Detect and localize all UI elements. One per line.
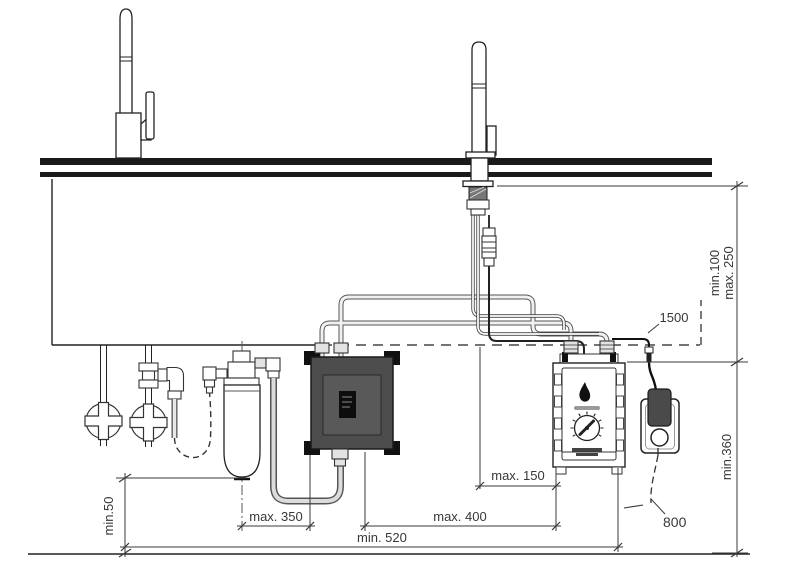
- flame-icon: [579, 382, 591, 402]
- socket-hole: [650, 428, 669, 447]
- power-cable: [612, 338, 658, 392]
- sink-cabinet: [51, 179, 702, 346]
- dim-label-min100: min.100: [707, 250, 722, 296]
- boiling-water-tap: [462, 41, 497, 267]
- power-plug: [647, 388, 672, 427]
- kitchen-faucet: [115, 8, 155, 159]
- dim-label-max400: max. 400: [433, 509, 486, 524]
- dimension-max-350: max. 350: [237, 455, 315, 531]
- dimension-counter-clearance: min.100 max. 250: [497, 181, 748, 367]
- dimension-max-400: max. 400: [360, 452, 561, 531]
- dimension-cable-1500: 1500: [647, 310, 689, 334]
- dimension-800: 800: [650, 498, 687, 530]
- dimension-max-150: max. 150: [475, 347, 561, 491]
- shutoff-valve-left: [84, 345, 123, 446]
- outlet-cable-dashed: [623, 454, 659, 509]
- countertop: [40, 158, 712, 177]
- tap-cable: [488, 266, 585, 357]
- junction-box-label: [339, 391, 356, 418]
- faucet-lever-handle: [145, 91, 155, 140]
- dimension-min-360: min.360: [712, 362, 748, 558]
- dimension-min-50: min.50: [101, 473, 246, 558]
- filter-outlet-hose: [270, 378, 344, 505]
- boiler-side-tabs: [554, 373, 624, 452]
- wall-socket: [640, 388, 680, 455]
- valve-cross-handle: [129, 403, 168, 442]
- dim-label-max350: max. 350: [249, 509, 302, 524]
- dim-label-min520: min. 520: [357, 530, 407, 545]
- water-filter: [202, 341, 281, 532]
- connection-pipes: [319, 215, 610, 358]
- boiler-label-text: [572, 448, 602, 452]
- dim-label-min360: min.360: [719, 434, 734, 480]
- tap-inline-connector: [481, 235, 497, 259]
- boiler-label-text: [576, 453, 598, 456]
- dim-label-min50: min.50: [101, 496, 116, 535]
- dim-label-800: 800: [663, 514, 687, 530]
- tap-handle: [486, 125, 497, 156]
- boiler-unit: [552, 340, 626, 475]
- faucet-spout-rings: [120, 56, 132, 62]
- dim-label-max250: max. 250: [721, 246, 736, 299]
- shutoff-valve-right: [129, 345, 212, 459]
- dimension-min-520: min. 520: [120, 468, 623, 552]
- junction-box: [304, 342, 400, 467]
- brand-logo: [574, 406, 600, 410]
- filter-cartridge: [223, 384, 261, 478]
- dim-label-max150: max. 150: [491, 468, 544, 483]
- dim-label-1500: 1500: [660, 310, 689, 325]
- temperature-dial: [570, 411, 604, 442]
- valve-cross-handle: [84, 401, 123, 441]
- flexible-hose-dashed: [173, 392, 212, 459]
